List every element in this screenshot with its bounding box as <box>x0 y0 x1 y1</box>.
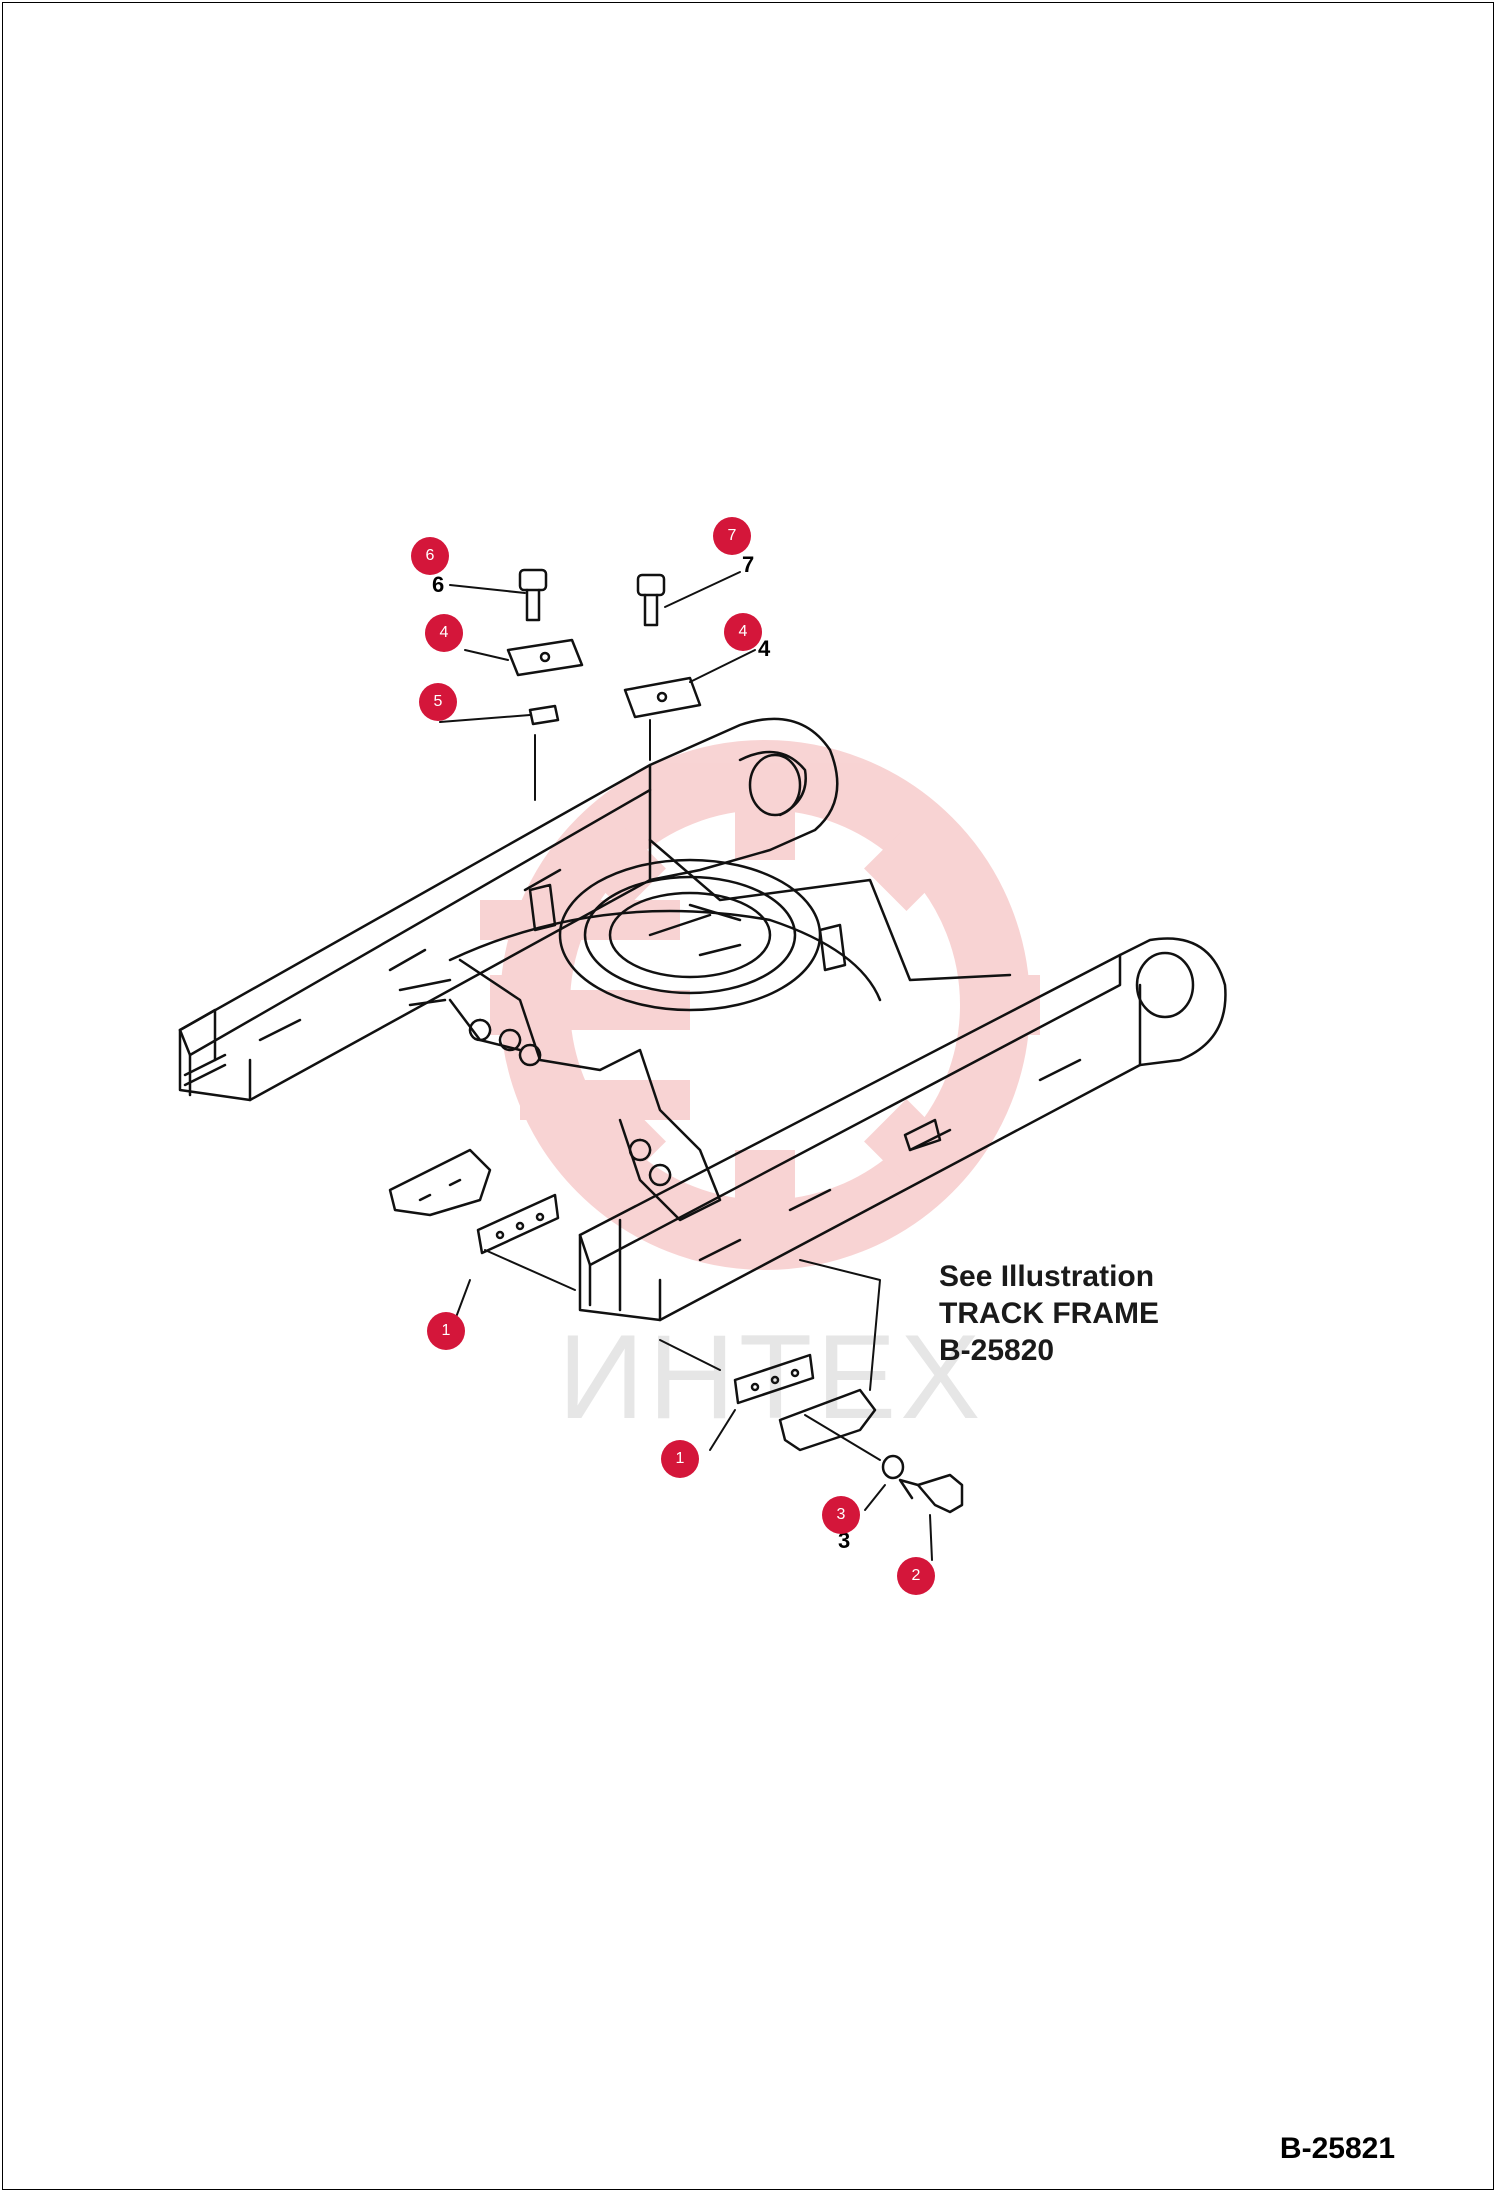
callout-part-2[interactable]: 2 <box>897 1557 935 1595</box>
callout-part-4-left[interactable]: 4 <box>425 614 463 652</box>
lower-guard-plate-right <box>733 1353 815 1405</box>
right-side-rail <box>578 953 1142 1322</box>
reference-note-line3: B-25820 <box>939 1334 1055 1367</box>
reference-note-line1: See Illustration <box>939 1260 1155 1293</box>
upper-bolt-right <box>636 573 666 627</box>
upper-guard-plate-left <box>506 638 584 677</box>
part-label-6: 6 <box>432 572 445 597</box>
center-frame <box>398 838 1012 1222</box>
callout-part-4-right[interactable]: 4 <box>724 613 762 651</box>
part-label-4: 4 <box>758 636 771 661</box>
reference-note: See Illustration TRACK FRAME B-25820 <box>939 1258 1159 1369</box>
callout-part-7[interactable]: 7 <box>713 517 751 555</box>
right-idler-yoke <box>1118 937 1227 1067</box>
watermark-gear-logo <box>480 740 1040 1270</box>
callout-part-3[interactable]: 3 <box>822 1496 860 1534</box>
upper-shim-left <box>528 704 560 726</box>
watermark-text: ИНТЕХ <box>558 1310 984 1444</box>
lower-guard-bracket-right <box>778 1388 877 1452</box>
upper-bolt-left <box>518 568 548 622</box>
callout-part-1-right[interactable]: 1 <box>661 1440 699 1478</box>
upper-guard-plate-right <box>623 676 702 719</box>
lower-guard-bracket-left <box>388 1148 492 1217</box>
figure-id: B-25821 <box>1279 2132 1395 2165</box>
part-label-3: 3 <box>838 1528 851 1553</box>
left-side-rail <box>178 763 652 1102</box>
part-label-7: 7 <box>742 552 755 577</box>
callout-part-5[interactable]: 5 <box>419 683 457 721</box>
lower-washer <box>881 1454 905 1480</box>
reference-note-line2: TRACK FRAME <box>939 1297 1159 1330</box>
callout-part-6[interactable]: 6 <box>411 537 449 575</box>
lower-bolt <box>898 1473 964 1514</box>
callout-part-1-left[interactable]: 1 <box>427 1312 465 1350</box>
left-idler-yoke <box>648 717 839 882</box>
lower-guard-plate-left <box>476 1193 560 1255</box>
leader-lines <box>439 571 933 1561</box>
